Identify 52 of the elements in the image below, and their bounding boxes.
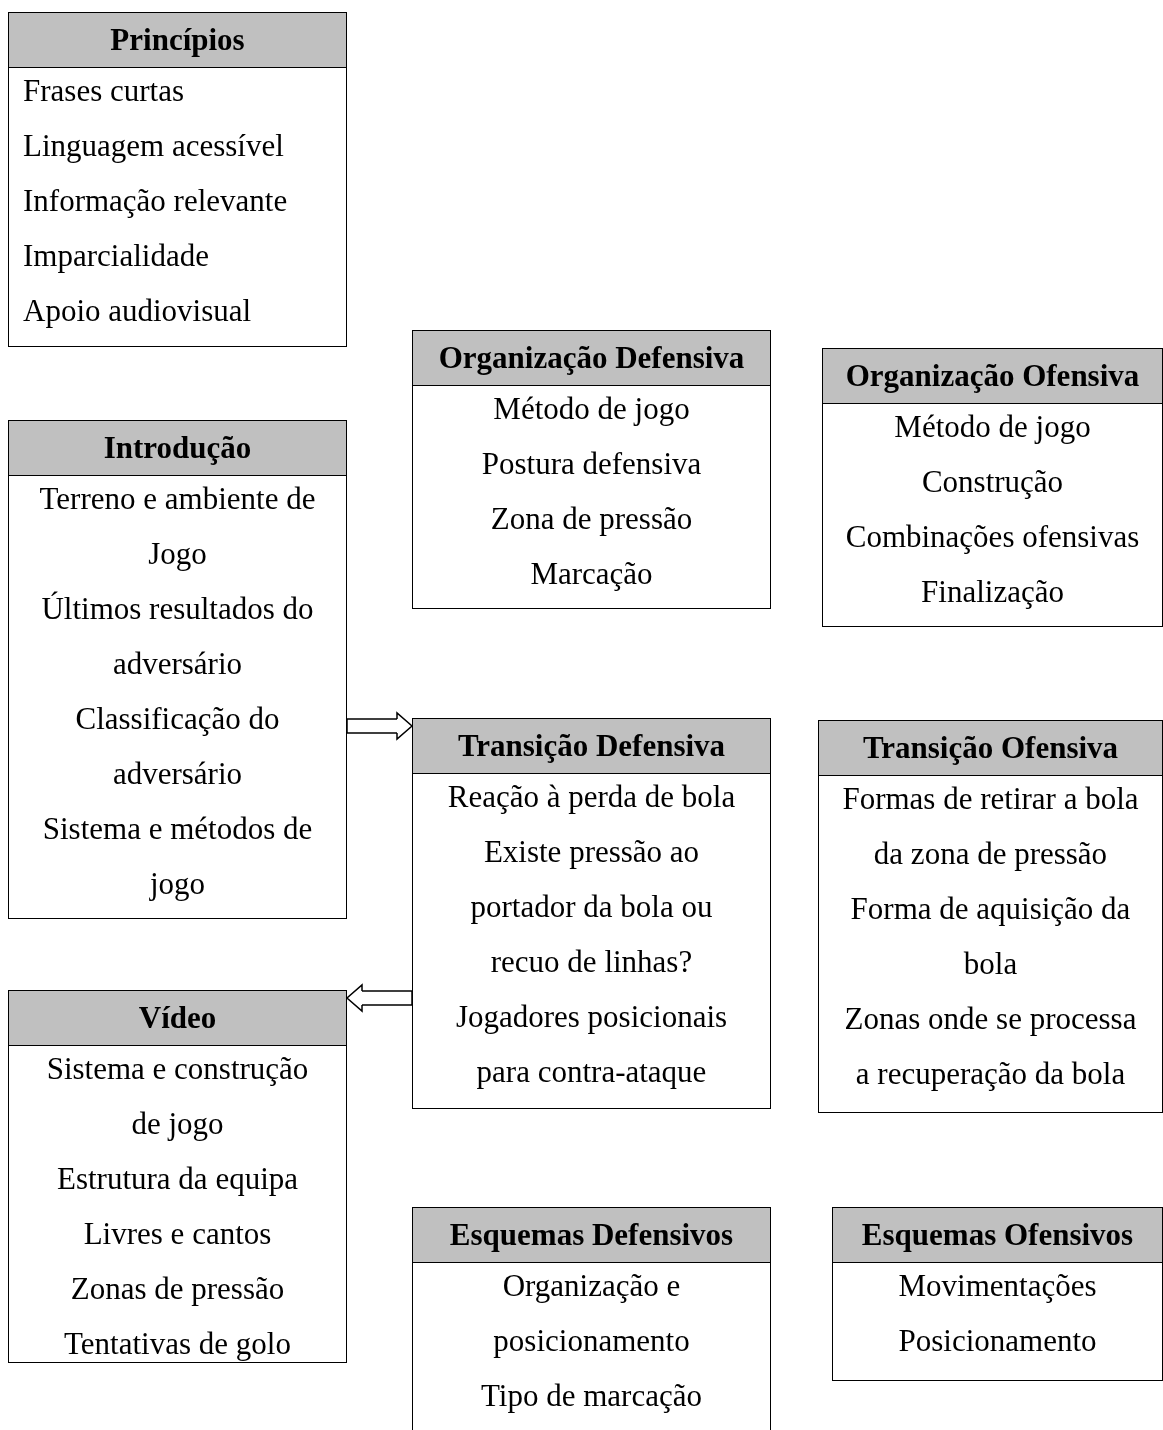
list-item: Formas de retirar a bola da zona de pressão [841,780,1140,873]
list-item: Terreno e ambiente de Jogo [38,480,317,573]
list-item: Movimentações [897,1267,1098,1305]
list-item: Posicionamento [897,1322,1098,1360]
box-heading: Princípios [9,13,346,68]
table-box [818,720,1163,1113]
table-box [8,990,347,1363]
list-item: Livres e cantos [82,1215,273,1253]
list-item: Reação à perda de bola [446,778,737,816]
list-item: Tentativas de golo [63,1325,292,1363]
list-item: Finalização [920,573,1065,611]
list-item: Imparcialidade [22,237,210,275]
box-heading: Introdução [9,421,346,476]
block-arrow [346,712,413,740]
list-item: Postura defensiva [480,445,703,483]
list-item: Sistema e construção de jogo [45,1050,310,1143]
box-heading: Vídeo [9,991,346,1046]
list-item: Marcação [529,555,654,593]
table-box [412,1207,771,1430]
list-item: Zona de pressão [489,500,694,538]
list-item: Zonas onde se processa a recuperação da bola [843,1000,1138,1093]
list-item: Linguagem acessível [22,127,285,165]
box-heading: Organização Defensiva [413,331,770,386]
list-item: Últimos resultados do adversário [40,590,315,683]
box-heading: Transição Ofensiva [819,721,1162,776]
list-item: Apoio audiovisual [22,292,253,330]
box-heading: Organização Ofensiva [823,349,1162,404]
list-item: Sistema e métodos de jogo [41,810,314,903]
box-heading: Esquemas Defensivos [413,1208,770,1263]
list-item: Construção [920,463,1065,501]
list-item: Método de jogo [492,390,691,428]
list-item: Combinações ofensivas [844,518,1141,556]
table-box [412,718,771,1109]
table-box [412,330,771,609]
list-item: Jogadores posicionais para contra-ataque [454,998,729,1091]
list-item: Frases curtas [22,72,185,110]
table-box [822,348,1163,627]
box-heading: Transição Defensiva [413,719,770,774]
table-box [832,1207,1163,1381]
list-item: Zonas de pressão [69,1270,286,1308]
list-item: Tipo de marcação [480,1377,703,1415]
list-item: Forma de aquisição da bola [849,890,1132,983]
list-item: Estrutura da equipa [56,1160,299,1198]
box-heading: Esquemas Ofensivos [833,1208,1162,1263]
list-item: Informação relevante [22,182,289,220]
block-arrow [346,984,413,1012]
table-box [8,12,347,347]
list-item: Existe pressão ao portador da bola ou recuo de linhas? [469,833,714,981]
list-item: Método de jogo [893,408,1092,446]
list-item: Classificação do adversário [74,700,281,793]
table-box [8,420,347,919]
list-item: Organização e posicionamento [492,1267,691,1360]
